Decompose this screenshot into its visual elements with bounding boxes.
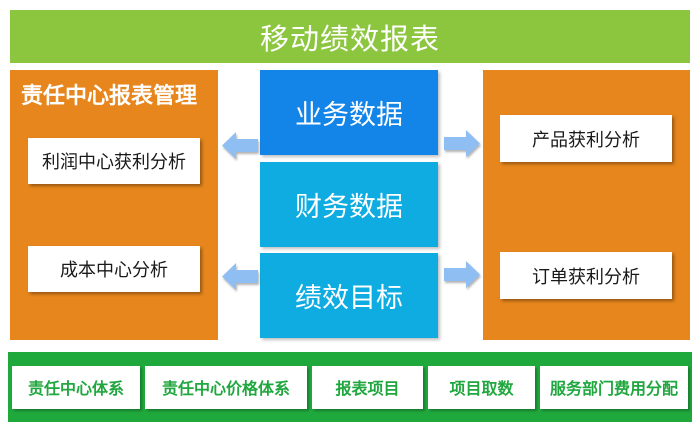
right-panel-item-order-profit: 订单获利分析 [500, 252, 672, 299]
center-box-performance-target: 绩效目标 [260, 253, 438, 338]
bottom-item-service-dept-cost-allocation: 服务部门费用分配 [540, 365, 688, 409]
right-panel-item-label: 产品获利分析 [532, 129, 640, 150]
left-panel: 责任中心报表管理 利润中心获利分析 成本中心分析 [10, 70, 218, 340]
left-panel-title: 责任中心报表管理 [21, 83, 198, 108]
page-title: 移动绩效报表 [259, 23, 440, 56]
center-box-finance-data: 财务数据 [260, 162, 438, 247]
bottom-item-label: 服务部门费用分配 [549, 381, 678, 398]
center-box-label: 绩效目标 [295, 283, 403, 313]
bottom-item-item-fetch: 项目取数 [428, 365, 535, 409]
left-panel-item-cost-center: 成本中心分析 [28, 246, 200, 292]
bottom-item-label: 责任中心价格体系 [161, 381, 290, 398]
left-panel-item-profit-center: 利润中心获利分析 [28, 138, 200, 184]
right-panel-item-label: 订单获利分析 [532, 266, 640, 287]
bottom-item-label: 项目取数 [449, 381, 514, 398]
arrow-right-icon [444, 261, 480, 288]
center-box-label: 业务数据 [295, 100, 403, 130]
bottom-item-report-items: 报表项目 [312, 365, 423, 409]
bottom-item-responsibility-center-system: 责任中心体系 [12, 365, 140, 409]
bottom-item-label: 报表项目 [335, 381, 400, 398]
bottom-bar: 责任中心体系 责任中心价格体系 报表项目 项目取数 服务部门费用分配 [8, 352, 692, 422]
left-panel-item-label: 成本中心分析 [60, 260, 168, 280]
title-banner: 移动绩效报表 [10, 10, 690, 63]
arrow-right-icon [444, 130, 480, 157]
left-panel-item-label: 利润中心获利分析 [42, 152, 186, 172]
right-panel-item-product-profit: 产品获利分析 [500, 115, 672, 162]
bottom-item-price-system: 责任中心价格体系 [145, 365, 307, 409]
center-box-label: 财务数据 [295, 192, 403, 222]
right-panel: 产品获利分析 订单获利分析 [483, 70, 690, 340]
arrow-left-icon [222, 263, 258, 290]
arrow-left-icon [222, 132, 258, 159]
center-box-business-data: 业务数据 [260, 70, 438, 155]
bottom-item-label: 责任中心体系 [27, 381, 124, 398]
